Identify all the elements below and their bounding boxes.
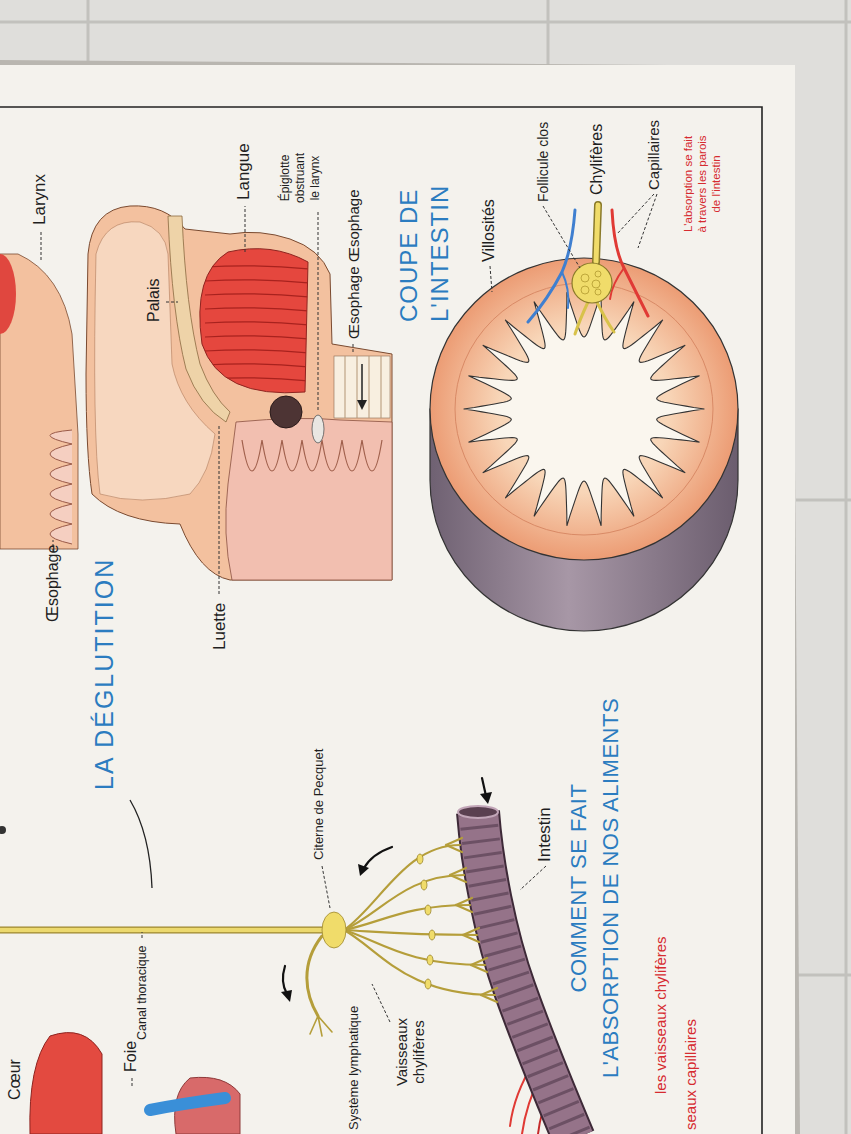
part-label: Intestin — [535, 807, 555, 862]
part-label: Langue — [234, 143, 254, 200]
part-label: Œsophage — [345, 266, 362, 339]
section-title: LA DÉGLUTITION — [90, 558, 119, 790]
villi-outline — [464, 292, 705, 526]
part-label: Foie — [122, 1041, 140, 1072]
head-figure-part — [0, 230, 78, 552]
part-label: Larynx — [30, 174, 50, 225]
poster-border — [0, 107, 762, 1134]
part-label: Œsophage — [345, 189, 362, 262]
label-layer: Larynx Langue Épiglotte obstruant le laryn… — [0, 65, 795, 1134]
part-label: Vaisseaux chylifères — [393, 1018, 428, 1086]
part-label: Système lymphatique — [347, 1006, 362, 1130]
absorption-figure — [0, 778, 574, 1134]
part-label: Chylifères — [588, 124, 606, 195]
note-text: L'absorption se fait à travers les paroi… — [682, 135, 723, 232]
part-label: Épiglotte obstruant le larynx — [278, 153, 323, 203]
swallowing-section — [86, 206, 392, 594]
part-label: Villosités — [480, 199, 498, 262]
poster-ground — [0, 65, 795, 1134]
part-label: Canal thoracique — [135, 945, 149, 1040]
part-label: Luette — [210, 603, 230, 650]
organs — [30, 1033, 240, 1134]
poster: Larynx Langue Épiglotte obstruant le laryn… — [0, 65, 795, 1134]
intestine-section — [430, 194, 738, 631]
part-label: Citerne de Pecquet — [312, 749, 327, 860]
section-title: COMMENT SE FAIT L'ABSORPTION DE NOS ALIM… — [563, 698, 627, 1078]
illustration — [0, 65, 795, 1134]
part-label: Palais — [145, 278, 163, 322]
part-label: Capillaires — [645, 120, 662, 190]
part-label: Cœur — [6, 1059, 24, 1100]
note-text: les vaisseaux chylifères — [652, 936, 669, 1094]
section-title: COUPE DE L'INTESTIN — [393, 185, 455, 322]
part-label: Œsophage — [44, 545, 62, 622]
note-text: seaux capillaires — [682, 1019, 699, 1130]
ring-line — [455, 283, 713, 535]
part-label: Follicule clos — [535, 122, 551, 202]
